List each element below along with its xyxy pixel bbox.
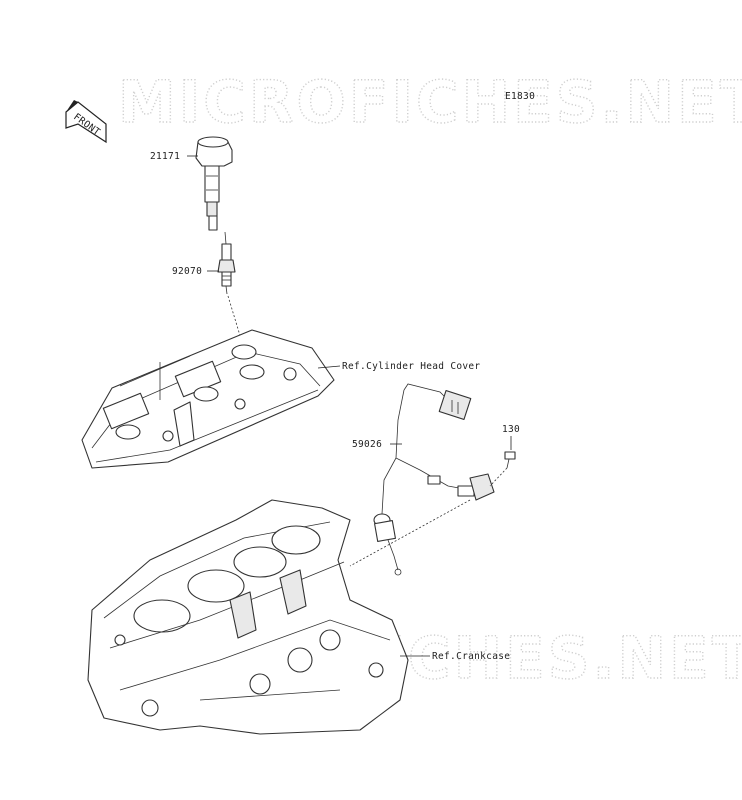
watermark-top: MICROFICHES.NET xyxy=(118,68,742,136)
label-59026: 59026 xyxy=(352,439,382,450)
front-arrow-icon: FRONT xyxy=(65,100,107,144)
spark-plug xyxy=(217,231,236,295)
cylinder-head-cover xyxy=(81,329,335,469)
label-ref-cylinder-head-cover: Ref.Cylinder Head Cover xyxy=(342,361,480,372)
sensor-harness xyxy=(373,383,495,576)
ignition-coil xyxy=(195,136,233,231)
crankcase xyxy=(87,499,409,735)
label-92070: 92070 xyxy=(172,266,202,277)
label-130: 130 xyxy=(502,424,520,435)
label-ref-crankcase: Ref.Crankcase xyxy=(432,651,510,662)
diagram-code: E1830 xyxy=(505,91,535,102)
bolt xyxy=(489,451,516,487)
label-21171: 21171 xyxy=(150,151,180,162)
